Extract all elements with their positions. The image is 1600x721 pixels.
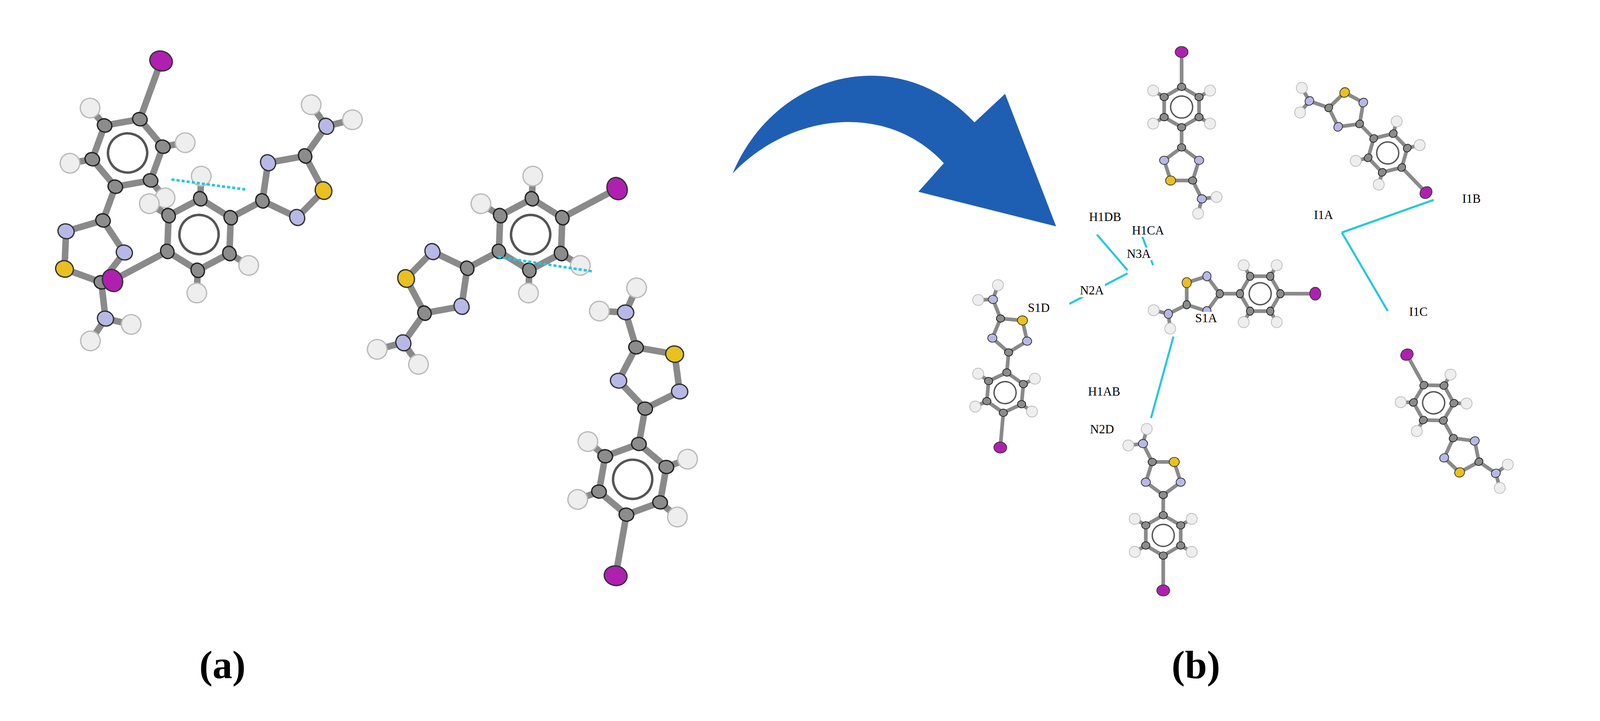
molecule bbox=[1148, 260, 1321, 335]
panel-b-molecules bbox=[959, 46, 1524, 597]
molecule bbox=[1374, 330, 1524, 518]
atom-label: N3A bbox=[1125, 247, 1152, 261]
atom-label: S1D bbox=[1026, 301, 1051, 315]
panel-a-molecules bbox=[2, 30, 727, 596]
atom-label: H1CA bbox=[1130, 224, 1166, 238]
panel-label: (b) bbox=[1171, 644, 1221, 687]
molecule bbox=[1147, 46, 1223, 220]
molecule bbox=[70, 77, 404, 339]
atom-label: I1B bbox=[1461, 192, 1483, 206]
atom-label: N2D bbox=[1089, 423, 1116, 437]
atom-label: S1A bbox=[1193, 312, 1219, 326]
atom-label: N2A bbox=[1078, 284, 1105, 298]
molecule bbox=[1122, 423, 1198, 597]
molecule bbox=[543, 270, 727, 596]
atom-label: H1AB bbox=[1086, 385, 1122, 399]
atom-label: H1DB bbox=[1087, 210, 1123, 224]
pi-interaction-line bbox=[171, 179, 592, 272]
contact-lines bbox=[1069, 200, 1434, 419]
atom-label: I1C bbox=[1407, 305, 1429, 319]
molecule bbox=[1280, 48, 1455, 225]
panel-label: (a) bbox=[199, 644, 246, 687]
atom-label: I1A bbox=[1312, 208, 1334, 222]
molecule bbox=[326, 130, 660, 392]
curved-arrow bbox=[732, 75, 1057, 227]
